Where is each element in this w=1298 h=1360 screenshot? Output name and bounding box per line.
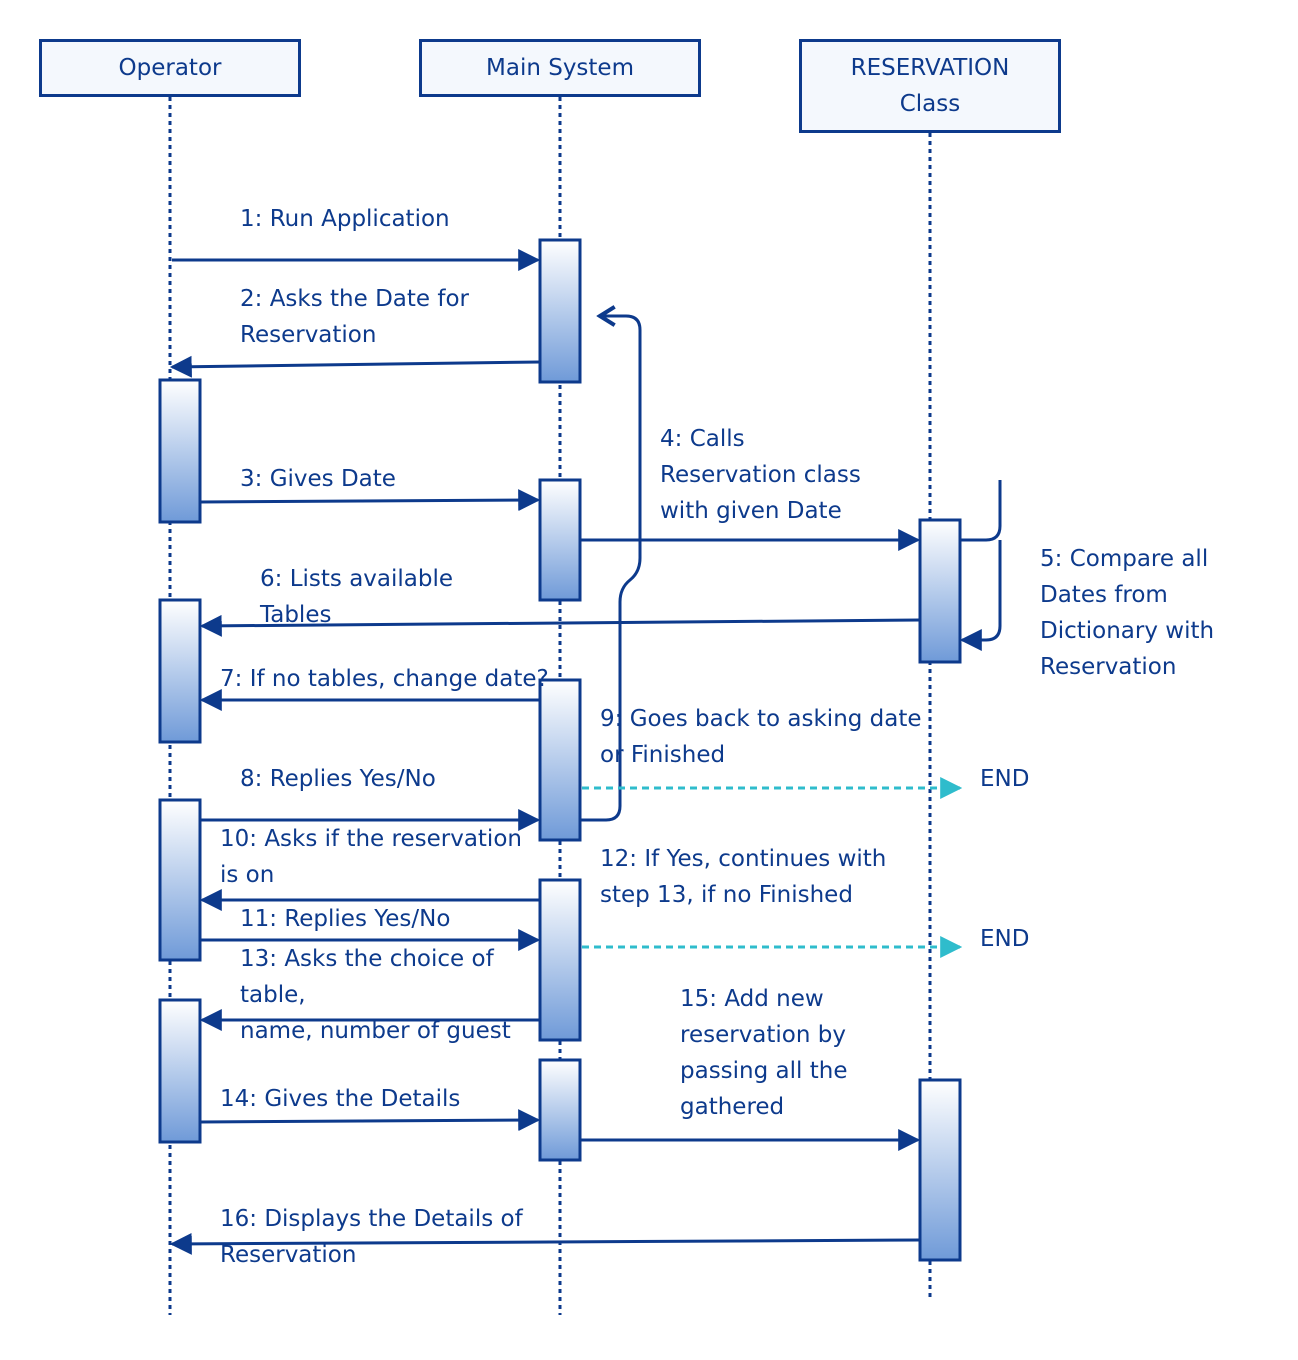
- activation-main-1: [538, 238, 582, 384]
- message-7-label: 7: If no tables, change date?: [220, 666, 549, 692]
- activation-operator-2: [158, 598, 202, 744]
- message-5-label: 5: Compare all Dates from Dictionary wit…: [1040, 546, 1215, 680]
- message-16-arrow: [169, 1232, 921, 1255]
- activation-operator-3: [158, 798, 202, 962]
- message-15-label: 15: Add new reservation by passing all t…: [680, 986, 848, 1120]
- activation-reservation-1: [918, 518, 962, 664]
- message-2-label: 2: Asks the Date for Reservation: [240, 286, 469, 348]
- message-1-label: 1: Run Application: [240, 206, 450, 232]
- message-arrows: [169, 249, 1002, 1255]
- message-6-label: 6: Lists available Tables: [260, 566, 454, 628]
- participant-reservation-class: RESERVATION Class: [799, 39, 1061, 133]
- message-4-label: 4: Calls Reservation class with given Da…: [660, 426, 861, 524]
- message-5-self-arrow: [960, 480, 1002, 640]
- activation-main-3: [538, 678, 582, 842]
- message-11-label: 11: Replies Yes/No: [240, 906, 451, 932]
- participant-operator: Operator: [39, 39, 301, 97]
- message-16-label: 16: Displays the Details of Reservation: [220, 1206, 523, 1268]
- end-label-1: END: [980, 766, 1030, 792]
- activation-reservation-2: [918, 1078, 962, 1262]
- message-13-label: 13: Asks the choice of table, name, numb…: [240, 946, 511, 1044]
- end-label-2: END: [980, 926, 1030, 952]
- message-3-label: 3: Gives Date: [240, 466, 396, 492]
- activation-main-2: [538, 478, 582, 602]
- message-2-arrow: [169, 355, 541, 378]
- activation-main-5: [538, 1058, 582, 1162]
- message-14-label: 14: Gives the Details: [220, 1086, 461, 1112]
- message-8-label: 8: Replies Yes/No: [240, 766, 436, 792]
- message-9-loop-arrow: [580, 316, 642, 822]
- participant-main-system: Main System: [419, 39, 701, 97]
- message-12-label: 12: If Yes, continues with step 13, if n…: [600, 846, 887, 908]
- message-6-arrow: [199, 614, 921, 637]
- message-9-label: 9: Goes back to asking date or Finished: [600, 706, 922, 768]
- message-3-arrow: [199, 489, 541, 512]
- end-arrows: [582, 777, 963, 958]
- activation-operator-4: [158, 998, 202, 1144]
- message-10-label: 10: Asks if the reservation is on: [220, 826, 522, 888]
- message-14-arrow: [199, 1109, 541, 1132]
- activation-operator-1: [158, 378, 202, 524]
- activation-main-4: [538, 878, 582, 1042]
